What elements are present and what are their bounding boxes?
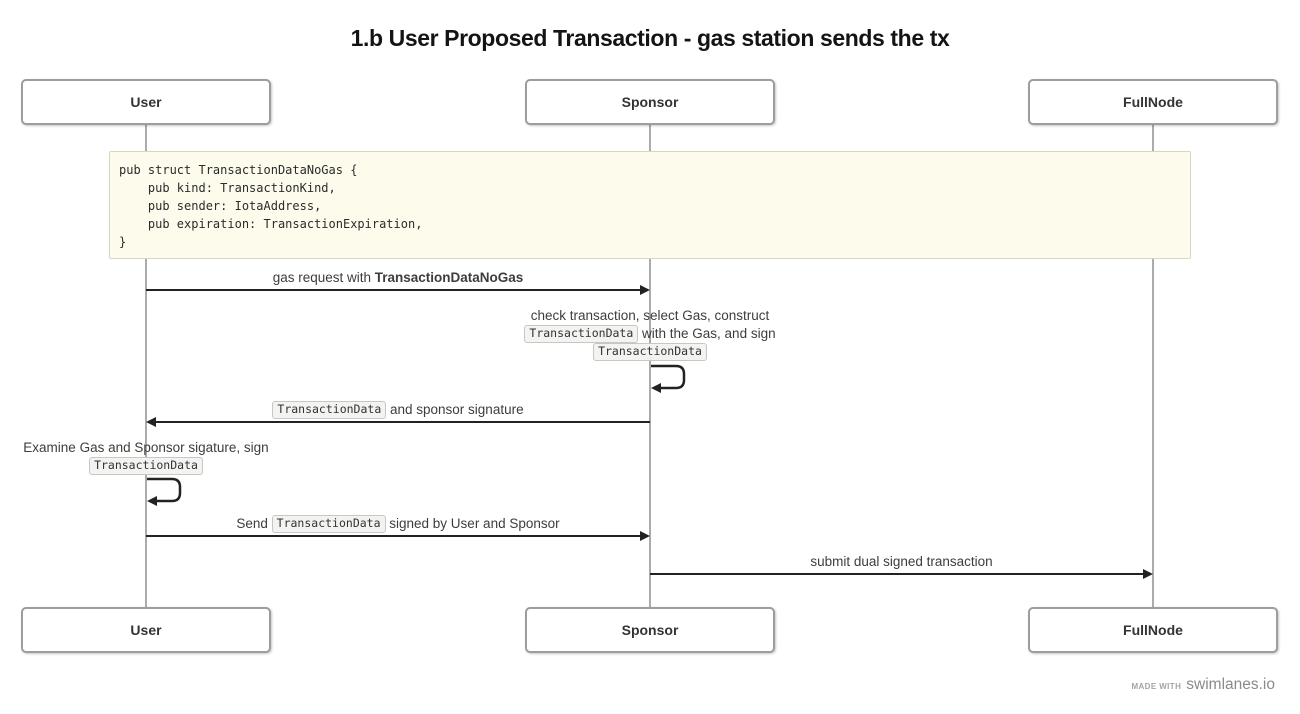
- swimlanes-brand-link[interactable]: swimlanes.io: [1186, 676, 1275, 693]
- actor-label-user-top: User: [130, 94, 162, 110]
- message-text: Send: [236, 516, 272, 531]
- self-loop-sponsor: [651, 364, 686, 390]
- message-text: Examine Gas and Sponsor sigature, sign: [23, 440, 269, 455]
- actor-label-fullnode-bottom: FullNode: [1123, 622, 1183, 638]
- actor-box-fullnode-bottom: FullNode: [1028, 607, 1278, 653]
- diagram-title: 1.b User Proposed Transaction - gas stat…: [350, 25, 950, 51]
- code-chip: TransactionData: [272, 401, 387, 419]
- actor-box-user-top: User: [21, 79, 271, 125]
- message-text: with the Gas, and sign: [638, 326, 776, 341]
- code-note-line: pub kind: TransactionKind,: [119, 181, 336, 195]
- message-label-sponsor-self: check transaction, select Gas, construct…: [400, 307, 900, 361]
- actor-box-sponsor-bottom: Sponsor: [525, 607, 775, 653]
- message-label-submit: submit dual signed transaction: [650, 552, 1153, 571]
- code-note-line: pub struct TransactionDataNoGas {: [119, 163, 358, 177]
- code-chip: TransactionData: [593, 343, 707, 361]
- arrowhead-self-loop-user: [147, 496, 157, 506]
- actor-box-fullnode-top: FullNode: [1028, 79, 1278, 125]
- message-text: signed by User and Sponsor: [385, 516, 560, 531]
- message-text: and sponsor signature: [386, 402, 524, 417]
- code-chip: TransactionData: [89, 457, 203, 475]
- actor-label-sponsor-bottom: Sponsor: [621, 622, 679, 638]
- arrowhead-self-loop-sponsor: [651, 383, 661, 393]
- code-note: pub struct TransactionDataNoGas { pub ki…: [109, 151, 1191, 259]
- code-note-line: }: [119, 235, 127, 249]
- code-note-line: pub sender: IotaAddress,: [119, 199, 322, 213]
- message-label-send-signed: Send TransactionData signed by User and …: [146, 514, 650, 533]
- self-loop-user: [147, 477, 182, 503]
- code-chip: TransactionData: [524, 325, 639, 343]
- message-label-user-self: Examine Gas and Sponsor sigature, sign T…: [16, 439, 276, 475]
- code-note-line: pub expiration: TransactionExpiration,: [119, 217, 423, 231]
- message-text: gas request with: [272, 270, 375, 285]
- actor-label-sponsor-top: Sponsor: [621, 94, 679, 110]
- made-with-label: made with: [1131, 682, 1182, 691]
- footer: made with swimlanes.io: [1131, 676, 1275, 694]
- code-chip: TransactionData: [271, 515, 386, 533]
- message-text: check transaction, select Gas, construct: [530, 308, 770, 323]
- message-label-sponsor-reply: TransactionData and sponsor signature: [146, 400, 650, 419]
- actor-box-user-bottom: User: [21, 607, 271, 653]
- actor-box-sponsor-top: Sponsor: [525, 79, 775, 125]
- message-text: submit dual signed transaction: [810, 554, 993, 569]
- actor-label-fullnode-top: FullNode: [1123, 94, 1183, 110]
- message-text-bold: TransactionDataNoGas: [374, 270, 524, 285]
- actor-label-user-bottom: User: [130, 622, 162, 638]
- message-label-gas-request: gas request with TransactionDataNoGas: [146, 268, 650, 287]
